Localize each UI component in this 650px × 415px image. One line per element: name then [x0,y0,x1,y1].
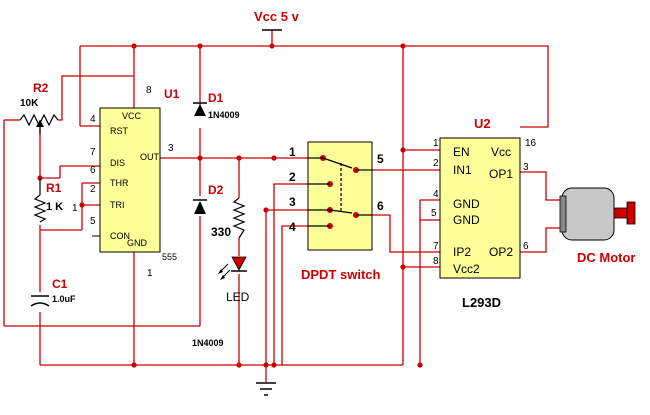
pin-name-gnd: GND [127,238,148,248]
ground-symbol [256,382,276,396]
pin-num-6: 6 [90,165,96,176]
ic-type-label: 555 [162,252,177,262]
l293-pin-16: 16 [525,138,537,149]
r2-potentiometer: R2 10K [19,81,59,134]
l293-pin-2: 2 [433,158,439,169]
u2-label: U2 [474,116,491,131]
junction-dot [197,43,203,49]
r2-name: R2 [33,81,49,95]
l293-pin-8: 8 [433,256,439,267]
junction-dot [79,202,85,208]
switch-pin-5: 5 [377,152,384,166]
d1-value: 1N4009 [208,110,240,120]
junction-dot [271,155,277,161]
switch-pin-3: 3 [289,195,296,209]
led-resistor-value: 330 [211,225,231,239]
l293-pin-1: 1 [433,138,439,149]
pin-name-gnd-1: GND [453,197,480,211]
led-resistor: 330 [211,197,246,239]
pin-num-1: 1 [147,268,153,279]
pin-name-dis: DIS [110,158,125,168]
switch-label: DPDT switch [301,267,381,282]
vcc-label: Vcc 5 v [254,9,300,24]
junction-dot [400,264,406,270]
motor-label: DC Motor [577,250,636,265]
pin-name-vcc: Vcc [491,145,511,159]
d2-name: D2 [208,183,224,197]
pin-name-rst: RST [110,126,129,136]
ic-555: U1 VCC RST DIS OUT THR TRI CON GND 4 8 7… [72,85,180,279]
d2-value: 1N4009 [192,338,224,348]
switch-pin-4: 4 [289,220,296,234]
pin-name-thr: THR [110,178,129,188]
junction-dot [263,207,269,213]
dpdt-switch: 1 2 3 4 5 6 DPDT switch [289,141,384,282]
l293-pin-3: 3 [523,162,529,173]
junction-dot [236,362,242,368]
l293-pin-7: 7 [433,241,439,252]
d2-diode: D2 1N4009 [192,183,224,348]
pin-name-con: CON [110,231,130,241]
pin-num-8: 8 [146,85,152,96]
pin-num-3: 3 [168,143,174,154]
led-label: LED [226,290,250,304]
ic-l293d: U2 EN IN1 Vcc OP1 GND GND IP2 OP2 Vcc2 1… [431,116,537,310]
c1-value: 1.0uF [52,294,76,304]
switch-pin-2: 2 [289,170,296,184]
pin-num-4: 4 [90,114,96,125]
pin-name-op1: OP1 [489,167,513,181]
switch-pin-1: 1 [289,145,296,159]
wire-top-rail [80,45,549,128]
junction-dot [417,362,423,368]
pin-name-gnd-2: GND [453,213,480,227]
junction-dot [197,155,203,161]
l293-pin-5: 5 [431,208,437,219]
c1-capacitor: C1 1.0uF [30,277,76,307]
pin-name-op2: OP2 [489,245,513,259]
dc-motor: DC Motor [559,187,636,265]
c1-name: C1 [52,277,68,291]
junction-dot [131,43,137,49]
l293-pin-4: 4 [433,189,439,200]
junction-dot [271,362,277,368]
junction-dot [269,43,275,49]
wires [3,30,560,382]
r1-name: R1 [46,181,62,195]
pin-name-ip2: IP2 [453,245,471,259]
pin-name-in1: IN1 [453,163,472,177]
r1-resistor: R1 1 K [33,178,63,223]
pin-name-tri: TRI [110,200,125,210]
switch-pin-6: 6 [377,199,384,213]
junction-dot [400,43,406,49]
junction-dot [400,147,406,153]
ic-l293d-type: L293D [462,295,501,310]
pin-num-tri: 1 [72,203,78,214]
r1-value: 1 K [46,201,63,213]
r2-value: 10K [20,98,39,109]
led: LED [218,256,250,304]
d1-name: D1 [208,91,224,105]
junction-dot [263,362,269,368]
pin-num-2: 2 [90,184,96,195]
u1-label: U1 [164,87,180,101]
d1-diode: D1 1N4009 [193,91,240,120]
pin-name-en: EN [453,145,470,159]
junction-dot [236,155,242,161]
pin-num-5: 5 [90,216,96,227]
vcc-symbol: Vcc 5 v [254,9,300,31]
pin-num-7: 7 [90,147,96,158]
pin-name-out: OUT [140,152,160,162]
junction-dot [131,362,137,368]
pin-name-vcc2: Vcc2 [453,262,480,276]
pin-name-vcc: VCC [122,111,142,121]
l293-pin-6: 6 [523,241,529,252]
